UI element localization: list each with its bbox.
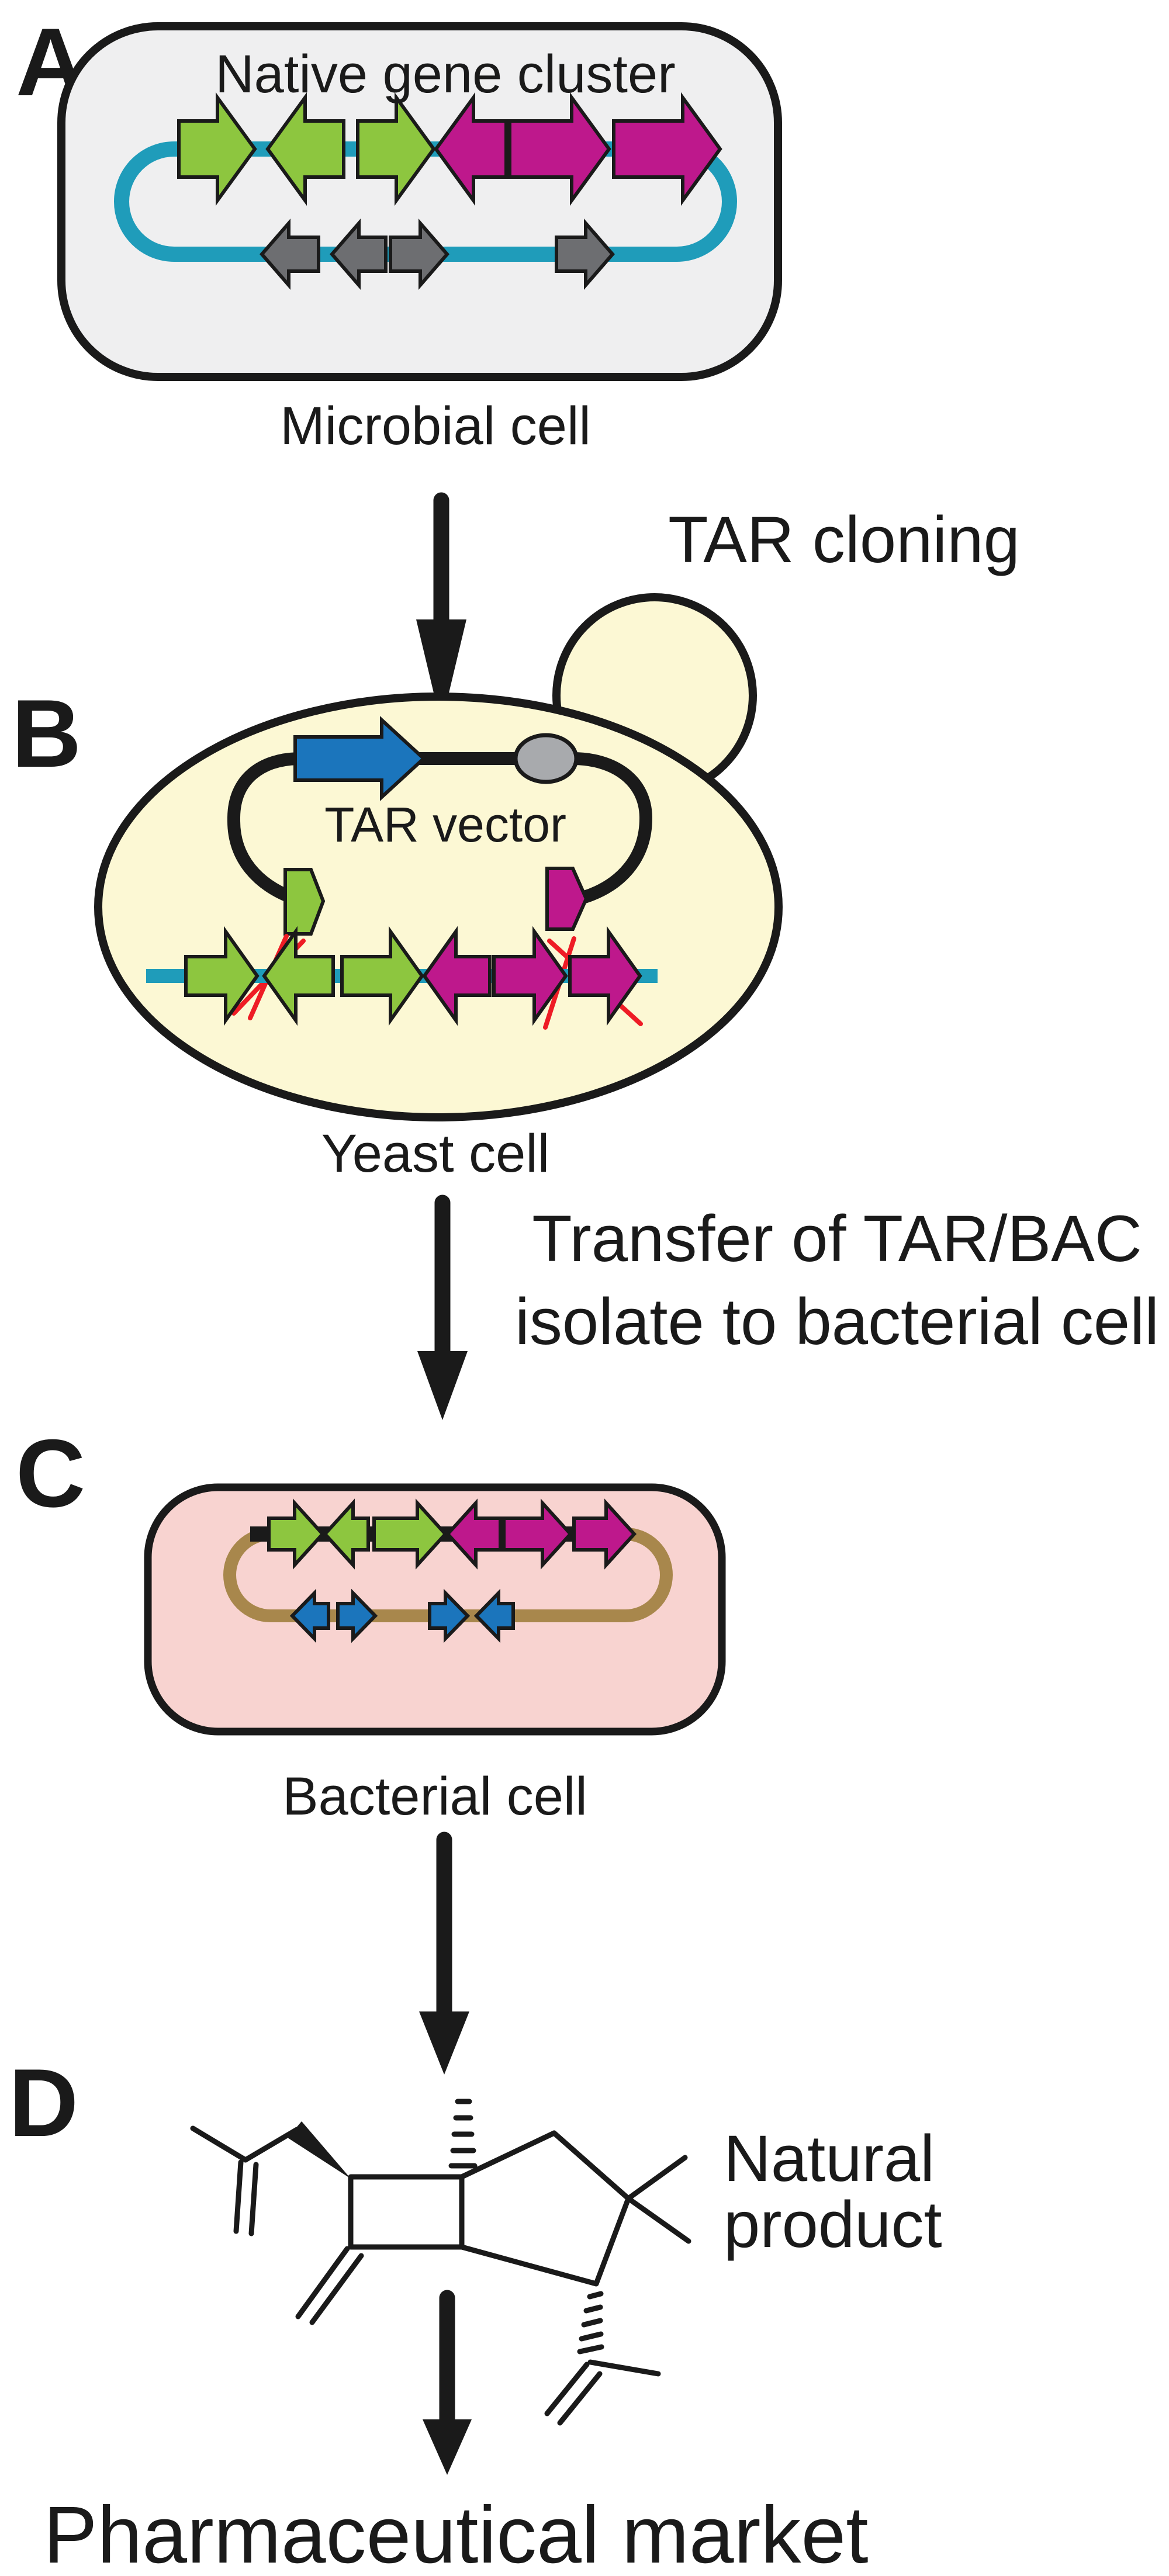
gene-arrow-green-right (184, 926, 260, 1026)
down-arrowhead-icon (423, 2419, 472, 2475)
step1-arrow: TAR cloning (416, 492, 1020, 725)
gene-arrow-green-right (340, 926, 424, 1026)
step2-label-line2: isolate to bacterial cell (515, 1285, 1159, 1358)
wedge-bond (288, 2121, 351, 2179)
gene-arrow-green-right (372, 1498, 448, 1570)
panel-c-letter: C (16, 1419, 85, 1527)
hook-green-icon (283, 868, 326, 936)
isopropenyl-top-left (190, 2125, 300, 2236)
panel-b-letter: B (12, 680, 81, 787)
gene-arrow-magenta-right (612, 92, 722, 206)
exo-methylene (295, 2246, 364, 2325)
final-arrow (423, 2290, 472, 2475)
gene-row-b-cluster (184, 926, 642, 1026)
gene-arrow-green-right (177, 92, 257, 206)
step3-arrow (419, 1831, 469, 2075)
gene-arrow-magenta-right (572, 1498, 637, 1570)
natural-product-label-line1: Natural (724, 2122, 935, 2195)
panel-a: A Native gene cluster Microbial cell (16, 8, 782, 456)
natural-product-structure (190, 2099, 691, 2426)
gene-arrow-blue-right (293, 716, 427, 801)
gene-arrow-green-left (265, 92, 345, 206)
panel-b: B TAR vector Yeast cell (12, 593, 783, 1183)
gene-arrow-grey-right (389, 218, 449, 290)
gene-arrow-magenta-right (508, 92, 611, 206)
pharmaceutical-market-label: Pharmaceutical market (43, 2490, 868, 2576)
bacterial-cell-label: Bacterial cell (282, 1767, 587, 1826)
native-gene-cluster-title: Native gene cluster (215, 44, 676, 104)
gene-row-a-top (177, 92, 722, 206)
down-arrowhead-icon (419, 2011, 469, 2075)
panel-d-letter: D (9, 2049, 78, 2156)
gene-arrow-magenta-left (434, 92, 508, 206)
isopropenyl-bottom-right (544, 2359, 661, 2426)
gene-row-c-vector (289, 1588, 515, 1643)
cyclobutane-ring (348, 2174, 465, 2250)
step2-label-line1: Transfer of TAR/BAC (532, 1202, 1142, 1275)
gene-row-a-bottom (260, 218, 615, 290)
hashed-bond-bottom (577, 2291, 604, 2355)
hook-magenta-icon (545, 867, 589, 931)
gene-arrow-grey-left (330, 218, 388, 290)
yeast-cell-label: Yeast cell (321, 1124, 549, 1183)
gene-row-c-cluster (267, 1498, 637, 1570)
microbial-cell-label: Microbial cell (280, 396, 591, 456)
tar-vector-label: TAR vector (324, 797, 566, 852)
gene-arrow-magenta-right (568, 926, 642, 1026)
microbial-cell-shape (57, 22, 782, 381)
gene-arrow-grey-right (555, 218, 615, 290)
panel-c: C Bacterial cell (16, 1419, 726, 1826)
down-arrowhead-icon (417, 1351, 468, 1420)
gene-arrow-magenta-right (492, 926, 568, 1026)
gene-arrow-blue-right (336, 1588, 378, 1643)
hashed-bond-top (448, 2099, 478, 2169)
gene-arrow-blue-left (473, 1588, 515, 1643)
panel-d: D (9, 2049, 942, 2426)
step1-label: TAR cloning (668, 503, 1020, 576)
gene-arrow-green-left (262, 926, 335, 1026)
gene-arrow-grey-left (260, 218, 320, 290)
natural-product-label-line2: product (724, 2188, 942, 2261)
gene-arrow-green-left (322, 1498, 370, 1570)
gene-arrow-blue-right (428, 1588, 471, 1643)
gene-arrow-magenta-left (422, 926, 492, 1026)
down-arrowhead-icon (416, 619, 466, 725)
gene-arrow-magenta-left (445, 1498, 502, 1570)
vector-marker-gene (293, 716, 427, 801)
gene-arrow-green-right (356, 92, 436, 206)
gem-dimethyl (625, 2155, 691, 2244)
cyclopentane-ring (459, 2130, 631, 2287)
centromere-oval-icon (513, 733, 579, 784)
gene-arrow-magenta-right (502, 1498, 573, 1570)
step2-arrow: Transfer of TAR/BAC isolate to bacterial… (417, 1194, 1159, 1420)
gene-arrow-blue-left (289, 1588, 330, 1643)
gene-arrow-green-right (267, 1498, 326, 1570)
